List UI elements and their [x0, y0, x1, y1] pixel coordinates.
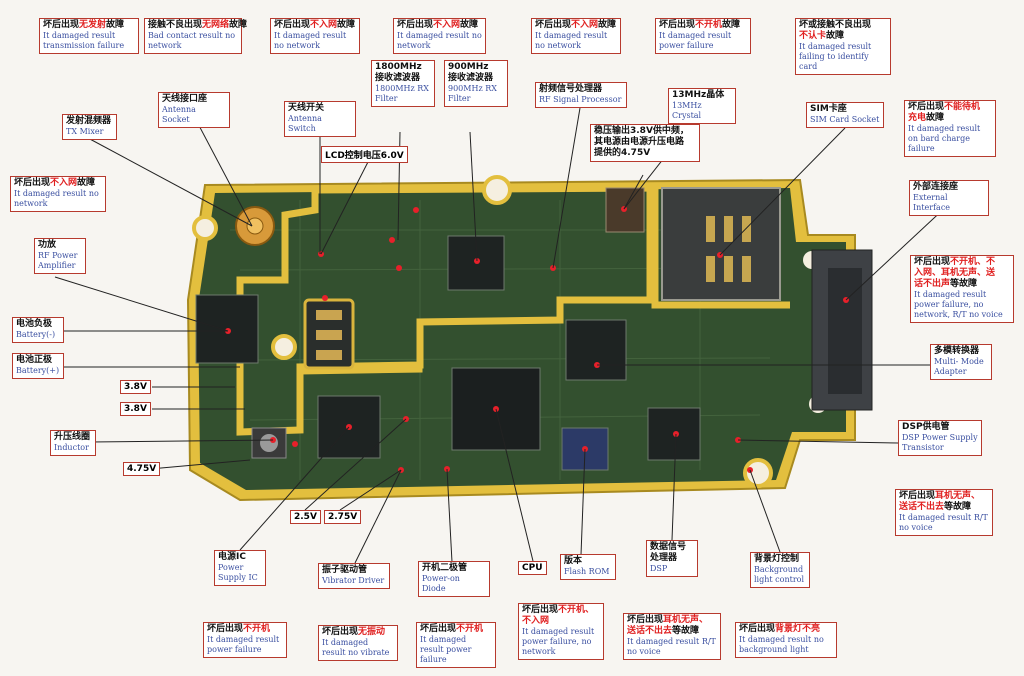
label-power-on-diode: 开机二极管 Power-on Diode [418, 561, 490, 597]
label-dsp-power-transistor: DSP供电管 DSP Power Supply Transistor [898, 420, 982, 456]
label-battery-positive: 电池正极 Battery(+) [12, 353, 64, 379]
label-no-vibrate: 坏后出现无振动 It damaged result no vibrate [318, 625, 398, 661]
label-tx-mixer: 发射混频器 TX Mixer [62, 114, 117, 140]
label-4-75v: 4.75V [123, 462, 161, 476]
label-external-interface: 外部连接座 External Interface [909, 180, 989, 216]
multimode-chip [565, 319, 627, 381]
label-dsp: 数据信号 处理器 DSP [646, 540, 698, 577]
label-multi-failure: 坏后出现不开机、不 入网、耳机无声、送 话不出声等故障 It damaged r… [910, 255, 1014, 323]
label-sim-failure: 坏或接触不良出现不认卡故障 It damaged result failing … [795, 18, 891, 75]
label-backlight-control: 背景灯控制 Background light control [750, 552, 810, 588]
label-power-amplifier: 功放 RF Power Amplifier [34, 238, 86, 274]
label-900-rx-filter: 900MHz 接收滤波器 900MHz RX Filter [444, 60, 508, 107]
label-antenna-switch: 天线开关 Antenna Switch [284, 101, 356, 137]
label-flash-rom: 版本 Flash ROM [560, 554, 616, 580]
label-no-network-4: 坏后出现不入网故障 It damaged result no network [531, 18, 621, 54]
label-2-5v: 2.5V [290, 510, 321, 524]
mount-hole [482, 175, 512, 205]
label-rf-processor: 射频信号处理器 RF Signal Processor [535, 82, 627, 108]
label-2-75v: 2.75V [324, 510, 362, 524]
label-cpu-failure: 坏后出现不开机、 不入网 It damaged result power fai… [518, 603, 604, 660]
label-sim-socket: SIM卡座 SIM Card Socket [806, 102, 884, 128]
label-3-8v-a: 3.8V [120, 380, 151, 394]
label-1800-rx-filter: 1800MHz 接收滤波器 1800MHz RX Filter [371, 60, 435, 107]
label-no-network-2: 坏后出现不入网故障 It damaged result no network [270, 18, 360, 54]
leader-lines [54, 107, 949, 564]
label-no-network-3: 坏后出现不入网故障 It damaged result no network [393, 18, 486, 54]
label-cpu: CPU [518, 561, 547, 575]
label-no-network-5: 坏后出现不入网故障 It damaged result no network [10, 176, 106, 212]
label-dsp-failure: 坏后出现耳机无声、 送话不出去等故障 It damaged result R/T… [623, 613, 721, 660]
label-rt-no-voice-right: 坏后出现耳机无声、 送话不出去等故障 It damaged result R/T… [895, 489, 993, 536]
guard-ring-lower [299, 322, 423, 375]
label-bad-contact-no-network: 接触不良出现无网络故障 Bad contact result no networ… [144, 18, 247, 54]
label-power-ic: 电源IC Power Supply IC [214, 550, 266, 586]
label-power-failure-1: 坏后出现不开机 It damaged result power failure [203, 622, 287, 658]
mount-hole [743, 458, 773, 488]
label-power-failure-2: 坏后出现不开机 It damaged result power failure [416, 622, 496, 668]
guard-ring-sim [651, 188, 790, 309]
label-antenna-socket: 天线接口座 Antenna Socket [158, 92, 230, 128]
flash-rom-chip [561, 427, 609, 471]
label-multimode-adapter: 多模转换器 Multi- Mode Adapter [930, 344, 992, 380]
sim-socket-part [661, 187, 781, 301]
label-power-failure-top: 坏后出现不开机故障 It damaged result power failur… [655, 18, 751, 54]
label-lcd-voltage: LCD控制电压6.0V [321, 146, 408, 163]
label-charge-failure: 坏后出现不能待机 充电故障 It damaged result on bard … [904, 100, 996, 157]
mount-hole [271, 334, 297, 360]
mount-hole [192, 215, 218, 241]
label-tx-failure: 坏后出现无发射故障 It damaged result transmission… [39, 18, 139, 54]
label-13mhz-crystal: 13MHz晶体 13MHz Crystal [668, 88, 736, 124]
label-3-8v-b: 3.8V [120, 402, 151, 416]
label-battery-negative: 电池负极 Battery(-) [12, 317, 64, 343]
label-vibrator-driver: 振子驱动管 Vibrator Driver [318, 563, 390, 589]
label-no-backlight: 坏后出现背景灯不亮 It damaged result no backgroun… [735, 622, 837, 658]
label-inductor: 升压线圈 Inductor [50, 430, 96, 456]
label-regulator-note: 稳压输出3.8V供中频， 其电源由电源升压电路 提供的4.75V [590, 124, 700, 162]
